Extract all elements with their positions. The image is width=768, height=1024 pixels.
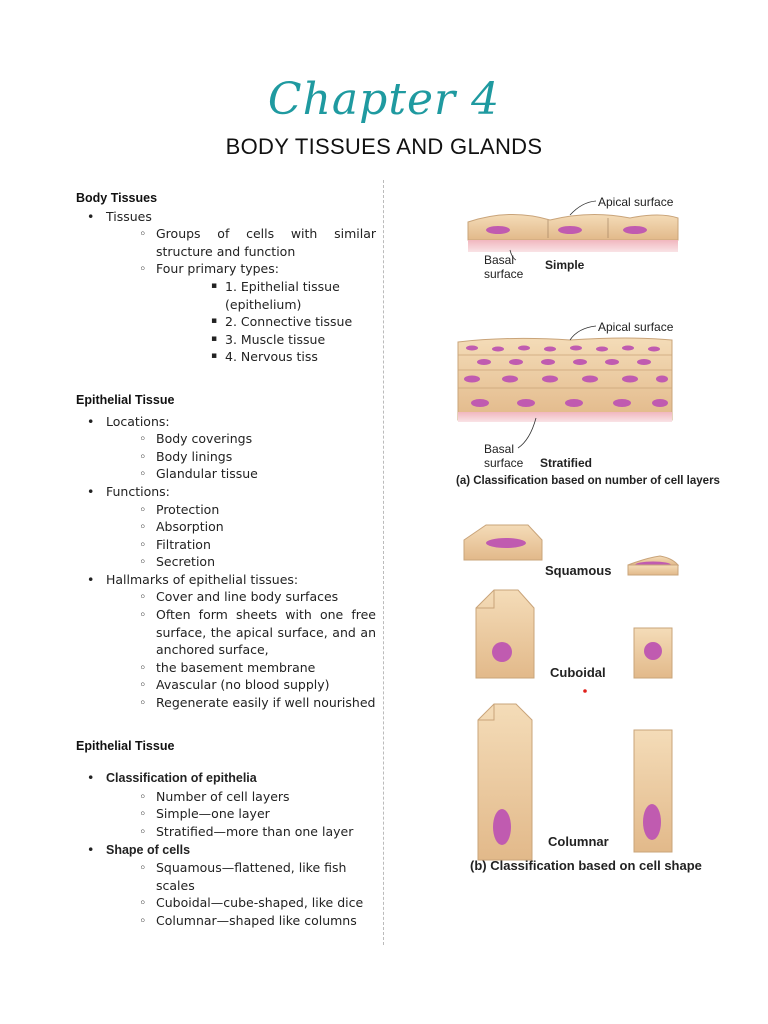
chapter-heading: Chapter 4	[267, 74, 501, 125]
list-item: Hallmarks of epithelial tissues: Cover a…	[76, 571, 376, 712]
stratified-epithelium-diagram	[457, 325, 673, 449]
section-heading-epithelial-classification: Epithelial Tissue	[76, 738, 175, 753]
list-item: Functions: Protection Absorption Filtrat…	[76, 483, 376, 571]
list-item: Filtration	[106, 536, 376, 554]
label-surface-simple: surface	[484, 267, 524, 281]
column-divider	[383, 180, 384, 945]
label-basal-stratified: Basal	[484, 442, 515, 456]
list-item: Cover and line body surfaces	[106, 588, 376, 606]
epithelium-figure: Apical surface Basal surface Simple Apic…	[450, 190, 740, 890]
label-surface-stratified: surface	[484, 456, 524, 470]
list-item: Simple—one layer	[106, 805, 376, 823]
list-item: Squamous—flattened, like fish scales	[106, 859, 376, 894]
list-item: Body linings	[106, 448, 376, 466]
label-stratified: Stratified	[540, 456, 593, 470]
label-simple: Simple	[545, 258, 585, 272]
section-heading-body-tissues: Body Tissues	[76, 191, 158, 205]
list-item: Absorption	[106, 518, 376, 536]
list-item: Often form sheets with one free surface,…	[106, 606, 376, 659]
label-basal-simple: Basal	[484, 253, 515, 267]
list-item: Tissues Groups of cells with similar str…	[76, 208, 376, 366]
list-item: Regenerate easily if well nourished	[106, 694, 376, 712]
list-item: Avascular (no blood supply)	[106, 676, 376, 694]
label-apical-surface-stratified: Apical surface	[598, 320, 674, 334]
list-item: Cuboidal—cube-shaped, like dice	[106, 894, 376, 912]
columnar-cell-diagram	[477, 703, 673, 861]
label-apical-surface-simple: Apical surface	[598, 195, 674, 209]
label-cuboidal: Cuboidal	[550, 665, 606, 680]
caption-a: (a) Classification based on number of ce…	[456, 475, 720, 487]
list-item: 2. Connective tissue	[156, 313, 376, 331]
list-item: Shape of cells Squamous—flattened, like …	[76, 841, 376, 930]
label-squamous: Squamous	[545, 563, 612, 578]
notes-column: Body Tissues Tissues Groups of cells wit…	[76, 190, 376, 930]
list-item: Groups of cells with similar structure a…	[106, 225, 376, 260]
list-item: Protection	[106, 501, 376, 519]
list-item: Stratified—more than one layer	[106, 823, 376, 841]
label-columnar: Columnar	[548, 834, 609, 849]
list-item: Body coverings	[106, 430, 376, 448]
list-item: Columnar—shaped like columns	[106, 912, 376, 930]
page-title: BODY TISSUES AND GLANDS	[225, 134, 543, 159]
caption-b: (b) Classification based on cell shape	[470, 858, 702, 873]
body-tissues-list: Tissues Groups of cells with similar str…	[76, 208, 376, 366]
list-item: the basement membrane	[106, 659, 376, 677]
list-item: Secretion	[106, 553, 376, 571]
list-item: 4. Nervous tiss	[156, 348, 376, 366]
list-item: Classification of epithelia Number of ce…	[76, 769, 376, 840]
simple-epithelium-diagram	[467, 200, 679, 261]
section-heading-epithelial-tissue: Epithelial Tissue	[76, 392, 175, 407]
list-item: 1. Epithelial tissue (epithelium)	[156, 278, 376, 313]
list-item: Four primary types: 1. Epithelial tissue…	[106, 260, 376, 366]
squamous-cell-diagram	[463, 524, 680, 576]
list-item: Glandular tissue	[106, 465, 376, 483]
list-item: 3. Muscle tissue	[156, 331, 376, 349]
epithelium-illustration	[457, 200, 680, 861]
cuboidal-cell-diagram	[475, 589, 673, 693]
list-item: Number of cell layers	[106, 788, 376, 806]
classification-list: Classification of epithelia Number of ce…	[76, 769, 376, 929]
epithelial-list: Locations: Body coverings Body linings G…	[76, 413, 376, 712]
list-item: Locations: Body coverings Body linings G…	[76, 413, 376, 483]
